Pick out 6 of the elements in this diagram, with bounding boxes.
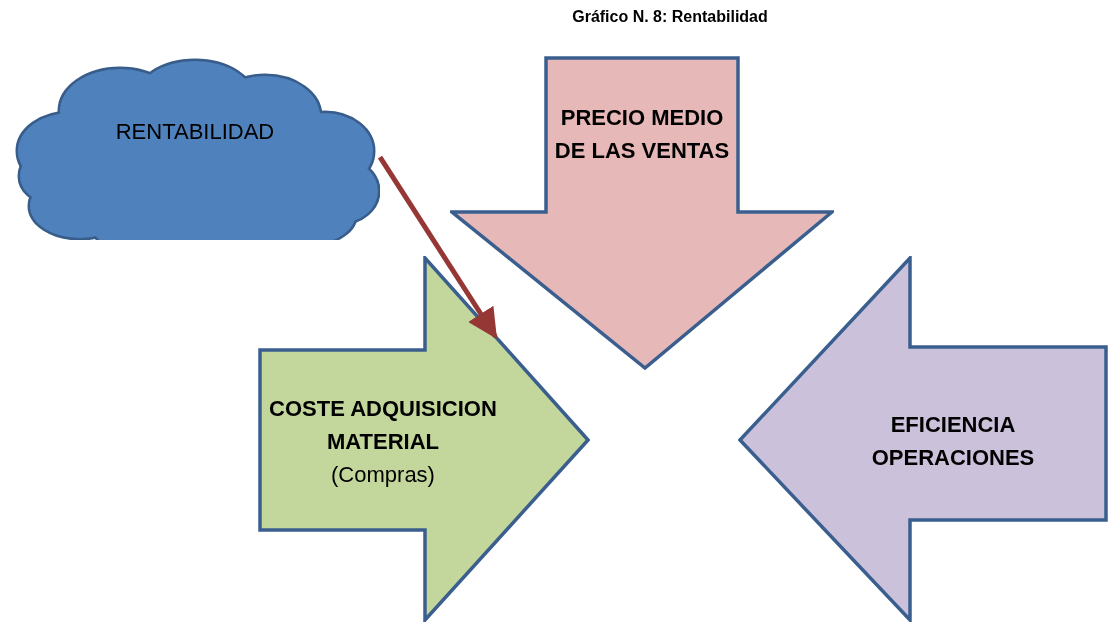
node-subtitle: (Compras)	[331, 460, 435, 489]
node-label: COSTE ADQUISICION MATERIAL	[268, 394, 498, 456]
node-label: PRECIO MEDIO DE LAS VENTAS	[553, 104, 731, 165]
chart-title: Gráfico N. 8: Rentabilidad	[571, 8, 769, 26]
node-label: RENTABILIDAD	[115, 117, 275, 146]
node-label: EFICIENCIA OPERACIONES	[870, 411, 1036, 472]
